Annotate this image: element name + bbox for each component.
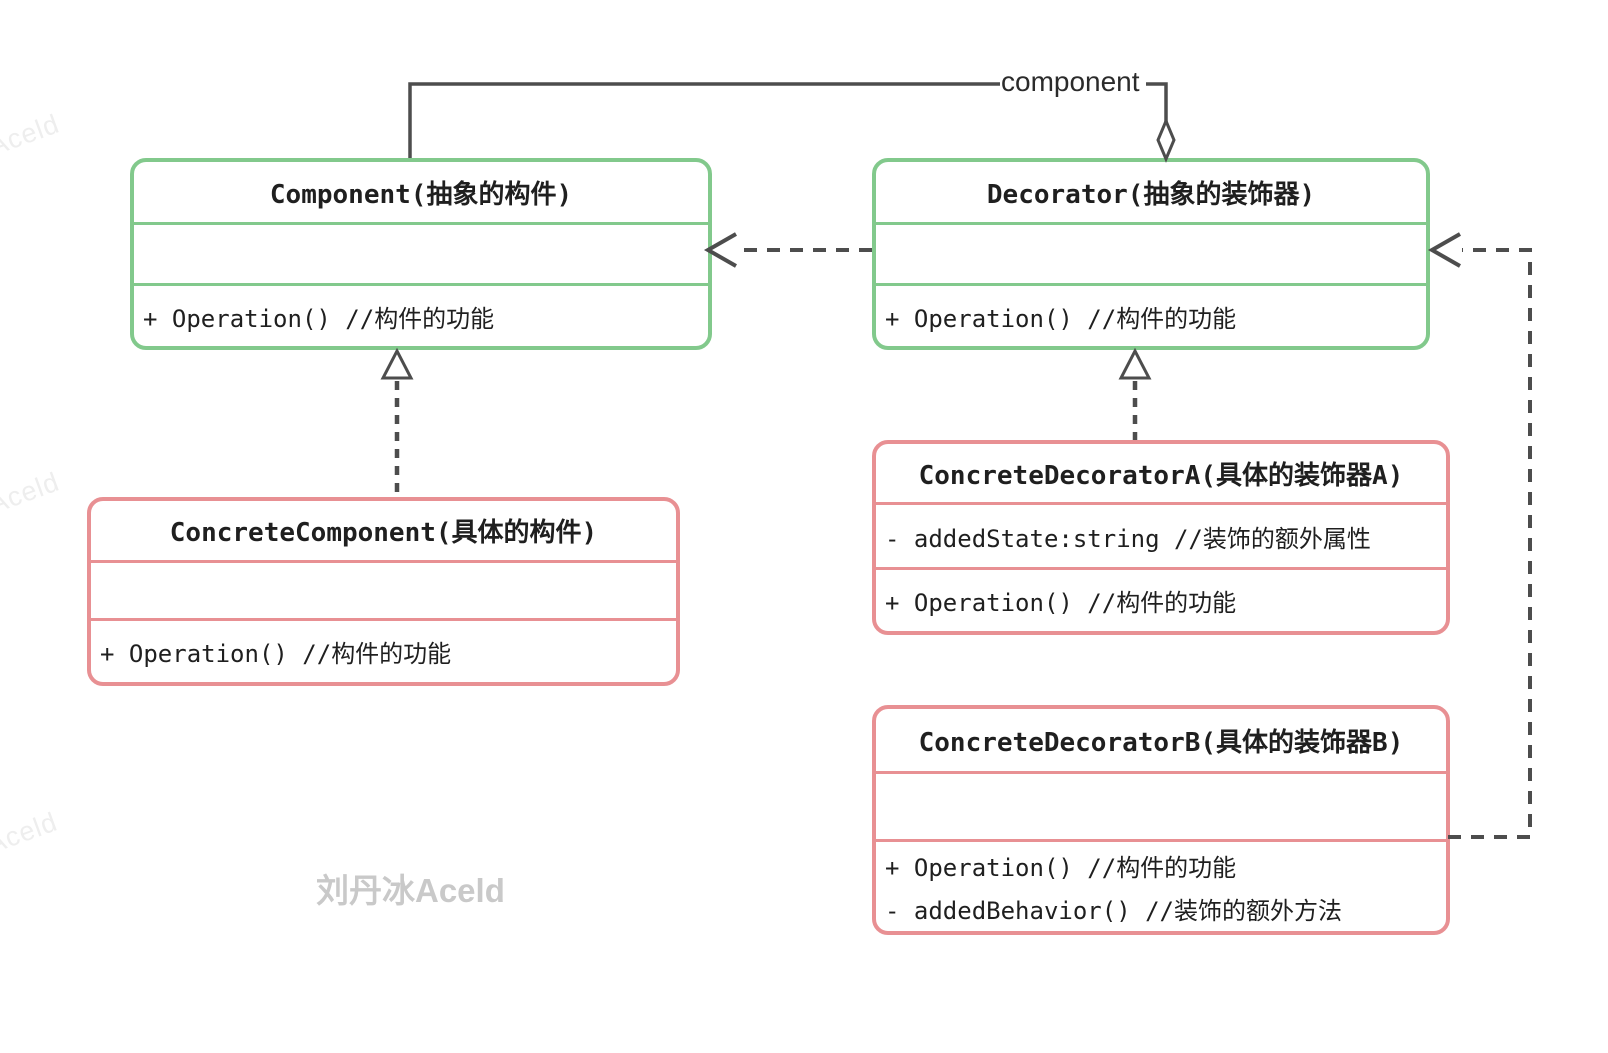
methods-section: + Operation() //构件的功能 [91, 618, 676, 682]
class-title: Decorator(抽象的装饰器) [986, 179, 1316, 210]
methods-section: + Operation() //构件的功能 [876, 283, 1426, 346]
open-arrowhead-left-icon [703, 232, 737, 268]
class-box-decorator: Decorator(抽象的装饰器) + Operation() //构件的功能 [872, 158, 1430, 350]
watermark-author: 刘丹冰Aceld [316, 872, 505, 909]
class-title: Component(抽象的构件) [269, 179, 573, 210]
open-arrowhead-right-icon [1427, 232, 1461, 268]
attributes-section [134, 222, 708, 283]
aggregation-line-left [408, 82, 1000, 158]
methods-section: + Operation() //构件的功能 [876, 567, 1446, 631]
methods-section: + Operation() //构件的功能 [134, 283, 708, 346]
attributes-section [876, 771, 1446, 839]
watermark-aceld-top: Aceld [0, 108, 64, 162]
method-line: - addedBehavior() //装饰的额外方法 [885, 896, 1342, 925]
method-line: + Operation() //构件的功能 [100, 640, 452, 668]
class-title: ConcreteDecoratorB(具体的装饰器B) [918, 727, 1404, 758]
aggregation-diamond-icon [1156, 117, 1176, 163]
association-label-component: component [1001, 66, 1140, 97]
dependency-line-concretedecoratorb [1448, 248, 1532, 839]
attributes-section: - addedState:string //装饰的额外属性 [876, 502, 1446, 567]
method-line: + Operation() //构件的功能 [143, 304, 495, 333]
hollow-triangle-arrowhead-icon [1118, 347, 1152, 380]
method-line: + Operation() //构件的功能 [885, 304, 1237, 333]
methods-section: + Operation() //构件的功能 - addedBehavior() … [876, 839, 1446, 931]
class-title: ConcreteComponent(具体的构件) [169, 518, 598, 548]
attribute-line: - addedState:string //装饰的额外属性 [885, 524, 1371, 553]
watermark-aceld-middle: Aceld [0, 466, 64, 520]
method-line: + Operation() //构件的功能 [885, 589, 1237, 617]
class-title: ConcreteDecoratorA(具体的装饰器A) [918, 460, 1404, 491]
watermark-aceld-bottom: Aceld [0, 806, 62, 860]
class-box-concrete-decorator-b: ConcreteDecoratorB(具体的装饰器B) + Operation(… [872, 705, 1450, 935]
aggregation-line-right [1146, 82, 1168, 122]
attributes-section [91, 560, 676, 618]
attributes-section [876, 222, 1426, 283]
method-line: + Operation() //构件的功能 [885, 853, 1237, 882]
hollow-triangle-arrowhead-icon [380, 347, 414, 380]
class-box-concrete-decorator-a: ConcreteDecoratorA(具体的装饰器A) - addedState… [872, 440, 1450, 635]
class-box-concrete-component: ConcreteComponent(具体的构件) + Operation() /… [87, 497, 680, 686]
class-box-component: Component(抽象的构件) + Operation() //构件的功能 [130, 158, 712, 350]
